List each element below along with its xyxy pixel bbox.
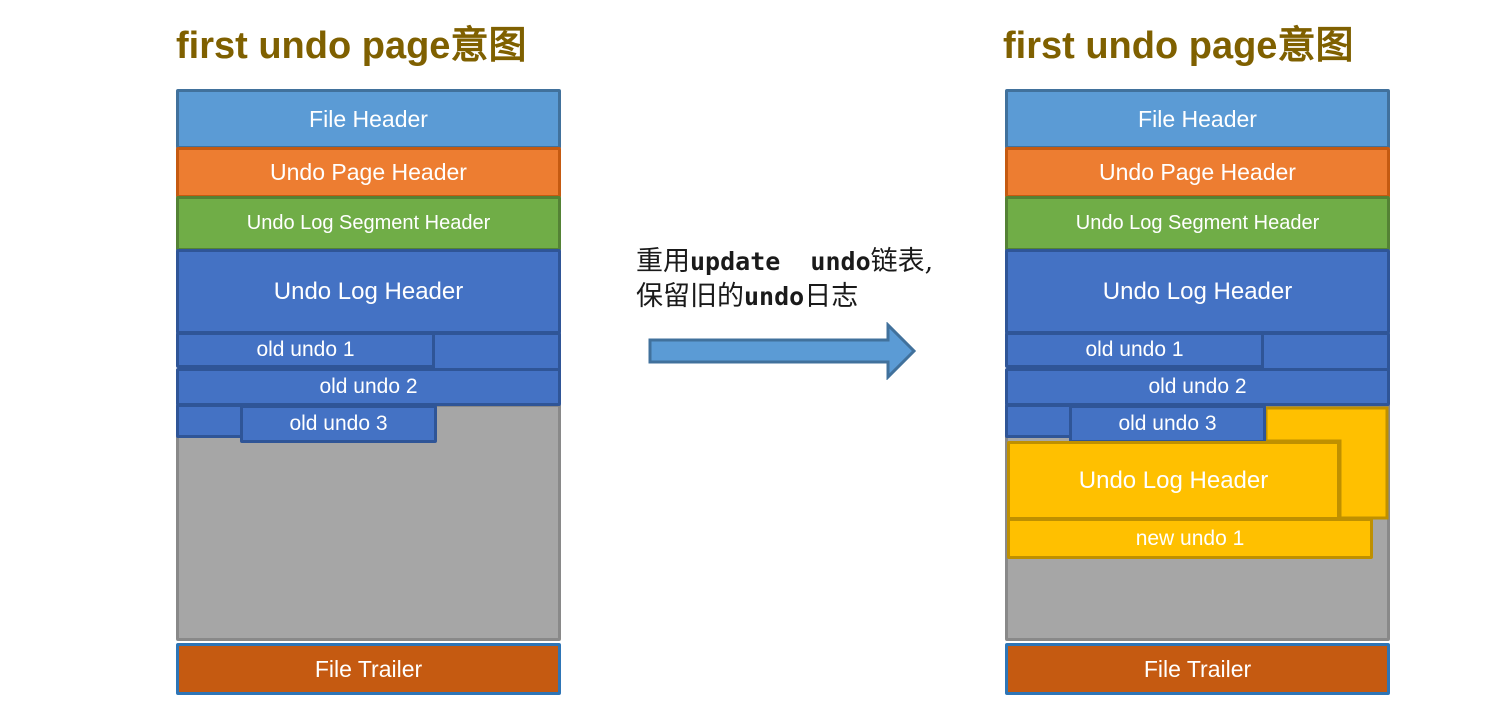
file-trailer-block: File Trailer bbox=[176, 643, 561, 695]
file-header-block: File Header bbox=[176, 89, 561, 149]
old-undo-2-block: old undo 2 bbox=[1005, 368, 1390, 406]
old-undo-3-block: old undo 3 bbox=[1069, 405, 1266, 443]
old-undo-3-left-stub-block bbox=[176, 404, 243, 438]
annotation-cjk: 保留旧的 bbox=[636, 281, 744, 312]
right-undo-page-diagram: File Header Undo Page Header Undo Log Se… bbox=[1005, 89, 1390, 695]
old-undo-3-left-stub-block bbox=[1005, 404, 1072, 438]
undo-log-header-label: Undo Log Header bbox=[273, 277, 464, 305]
old-undo-3-label: old undo 3 bbox=[289, 412, 388, 435]
annotation-line-1: 重用update undo链表, bbox=[636, 244, 966, 279]
file-trailer-label: File Trailer bbox=[1143, 655, 1252, 682]
file-header-label: File Header bbox=[309, 105, 428, 132]
old-undo-1-label: old undo 1 bbox=[256, 338, 355, 361]
old-undo-1-block: old undo 1 bbox=[176, 332, 435, 368]
left-diagram-title: first undo page意图 bbox=[176, 25, 527, 67]
annotation-cjk: 重用 bbox=[636, 246, 690, 277]
old-undo-1-continuation-block bbox=[432, 332, 561, 371]
old-undo-3-block: old undo 3 bbox=[240, 405, 437, 443]
transition-annotation: 重用update undo链表, 保留旧的undo日志 bbox=[636, 244, 966, 314]
left-undo-page-diagram: File Header Undo Page Header Undo Log Se… bbox=[176, 89, 561, 695]
right-diagram-title: first undo page意图 bbox=[1003, 25, 1354, 67]
old-undo-3-label: old undo 3 bbox=[1118, 412, 1217, 435]
undo-page-header-label: Undo Page Header bbox=[1099, 159, 1296, 185]
undo-page-header-label: Undo Page Header bbox=[270, 159, 467, 185]
undo-log-segment-header-block: Undo Log Segment Header bbox=[176, 196, 561, 251]
undo-log-header-label: Undo Log Header bbox=[1102, 277, 1293, 305]
undo-page-header-block: Undo Page Header bbox=[176, 147, 561, 198]
annotation-latin: undo bbox=[744, 282, 805, 311]
undo-log-segment-header-label: Undo Log Segment Header bbox=[246, 212, 491, 234]
right-arrow-icon bbox=[648, 321, 917, 381]
old-undo-1-label: old undo 1 bbox=[1085, 338, 1184, 361]
undo-log-segment-header-label: Undo Log Segment Header bbox=[1075, 212, 1320, 234]
new-undo-log-header-block: Undo Log Header bbox=[1007, 441, 1340, 520]
file-trailer-block: File Trailer bbox=[1005, 643, 1390, 695]
old-undo-1-continuation-block bbox=[1261, 332, 1390, 371]
old-undo-1-block: old undo 1 bbox=[1005, 332, 1264, 368]
new-undo-1-label: new undo 1 bbox=[1135, 526, 1245, 550]
annotation-line-2: 保留旧的undo日志 bbox=[636, 279, 966, 314]
old-undo-2-block: old undo 2 bbox=[176, 368, 561, 406]
file-header-label: File Header bbox=[1138, 105, 1257, 132]
transition-arrow bbox=[648, 321, 920, 381]
old-undo-2-label: old undo 2 bbox=[319, 375, 418, 398]
annotation-cjk: 链表, bbox=[870, 246, 934, 277]
annotation-cjk: 日志 bbox=[804, 281, 859, 312]
undo-page-header-block: Undo Page Header bbox=[1005, 147, 1390, 198]
undo-log-header-block: Undo Log Header bbox=[176, 249, 561, 334]
old-undo-2-label: old undo 2 bbox=[1148, 375, 1247, 398]
file-header-block: File Header bbox=[1005, 89, 1390, 149]
new-undo-1-block: new undo 1 bbox=[1007, 518, 1373, 559]
annotation-latin: update undo bbox=[690, 247, 871, 276]
file-trailer-label: File Trailer bbox=[314, 655, 423, 682]
new-undo-log-header-label: Undo Log Header bbox=[1078, 466, 1269, 494]
